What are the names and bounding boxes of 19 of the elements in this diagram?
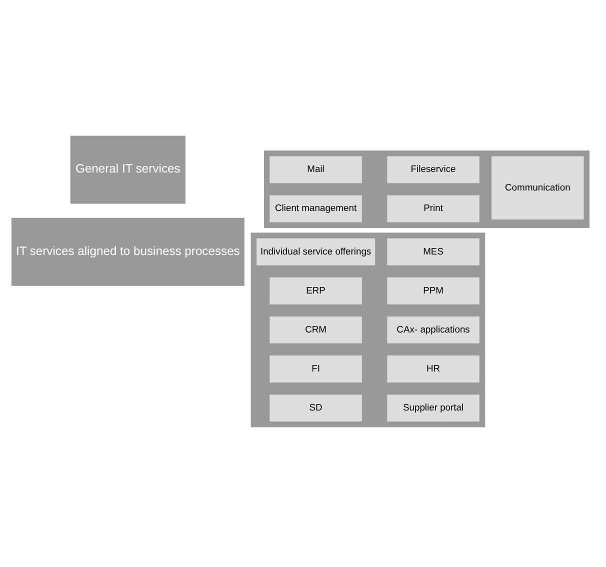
node-box: ERP <box>270 276 362 304</box>
node-box: HR <box>387 355 480 382</box>
node-box: IT services aligned to business processes <box>11 217 244 286</box>
node-box: MES <box>387 238 480 265</box>
node-box: Fileservice <box>387 156 480 183</box>
node-box: General IT services <box>70 135 186 204</box>
node-box: Communication <box>492 156 584 220</box>
cluster <box>250 232 486 427</box>
node-box: Individual service offerings <box>256 238 376 265</box>
cluster <box>264 150 590 228</box>
node-box: CAx- applications <box>387 316 480 343</box>
node-box: CRM <box>270 316 362 343</box>
node-box: Print <box>387 194 480 222</box>
node-box: FI <box>270 355 362 382</box>
node-box: SD <box>270 394 362 422</box>
node-box: Supplier portal <box>387 394 480 422</box>
node-box: PPM <box>387 276 480 304</box>
node-box: Client management <box>270 194 362 222</box>
node-box: Mail <box>270 156 362 183</box>
